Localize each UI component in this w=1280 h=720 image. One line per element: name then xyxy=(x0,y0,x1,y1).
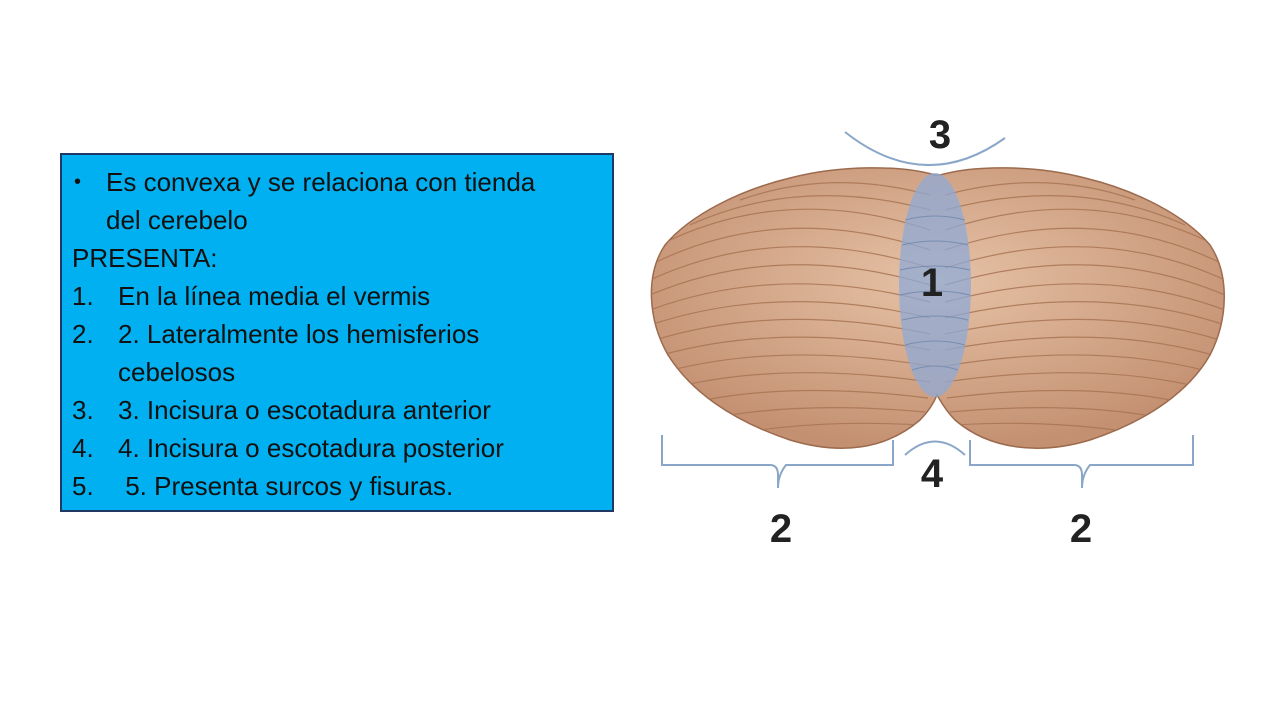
anterior-notch-arc xyxy=(844,131,1006,166)
list-number: 4. xyxy=(72,433,94,463)
list-item-2-continuation: cebelosos xyxy=(62,353,612,391)
list-text: 3. Incisura o escotadura anterior xyxy=(118,395,491,425)
list-text: En la línea media el vermis xyxy=(118,281,431,311)
label-anterior-notch: 3 xyxy=(929,113,951,157)
label-vermis: 1 xyxy=(921,261,943,305)
list-text: 5. Presenta surcos y fisuras. xyxy=(118,471,454,501)
label-posterior-notch: 4 xyxy=(921,452,944,496)
list-item-2: 2. 2. Lateralmente los hemisferios xyxy=(62,315,612,353)
list-item-4: 4. 4. Incisura o escotadura posterior xyxy=(62,429,612,467)
bullet-line-2: del cerebelo xyxy=(106,205,248,235)
bullet-continuation: del cerebelo xyxy=(62,201,612,239)
list-number: 5. xyxy=(72,471,94,501)
list-item-1: 1. En la línea media el vermis xyxy=(62,277,612,315)
cerebellum-illustration: 3 1 4 2 2 xyxy=(650,113,1225,551)
right-hemisphere-bracket xyxy=(969,435,1194,489)
content-textbox: • Es convexa y se relaciona con tienda d… xyxy=(60,153,614,512)
posterior-notch-arc xyxy=(904,440,966,456)
section-heading: PRESENTA: xyxy=(72,243,218,273)
list-item-3: 3. 3. Incisura o escotadura anterior xyxy=(62,391,612,429)
list-text: 2. Lateralmente los hemisferios xyxy=(118,319,480,349)
bullet-symbol: • xyxy=(74,171,82,193)
bullet-item: • Es convexa y se relaciona con tienda xyxy=(62,163,612,201)
vermis-overlay xyxy=(899,173,971,397)
list-text: cebelosos xyxy=(118,357,236,387)
bullet-line-1: Es convexa y se relaciona con tienda xyxy=(106,167,536,197)
list-number: 3. xyxy=(72,395,94,425)
label-right-hemisphere: 2 xyxy=(1070,507,1092,551)
list-item-5: 5. 5. Presenta surcos y fisuras. xyxy=(62,467,612,505)
list-number: 2. xyxy=(72,319,94,349)
left-hemisphere-bracket xyxy=(661,435,894,489)
label-left-hemisphere: 2 xyxy=(770,507,792,551)
list-text: 4. Incisura o escotadura posterior xyxy=(118,433,504,463)
list-number: 1. xyxy=(72,281,94,311)
